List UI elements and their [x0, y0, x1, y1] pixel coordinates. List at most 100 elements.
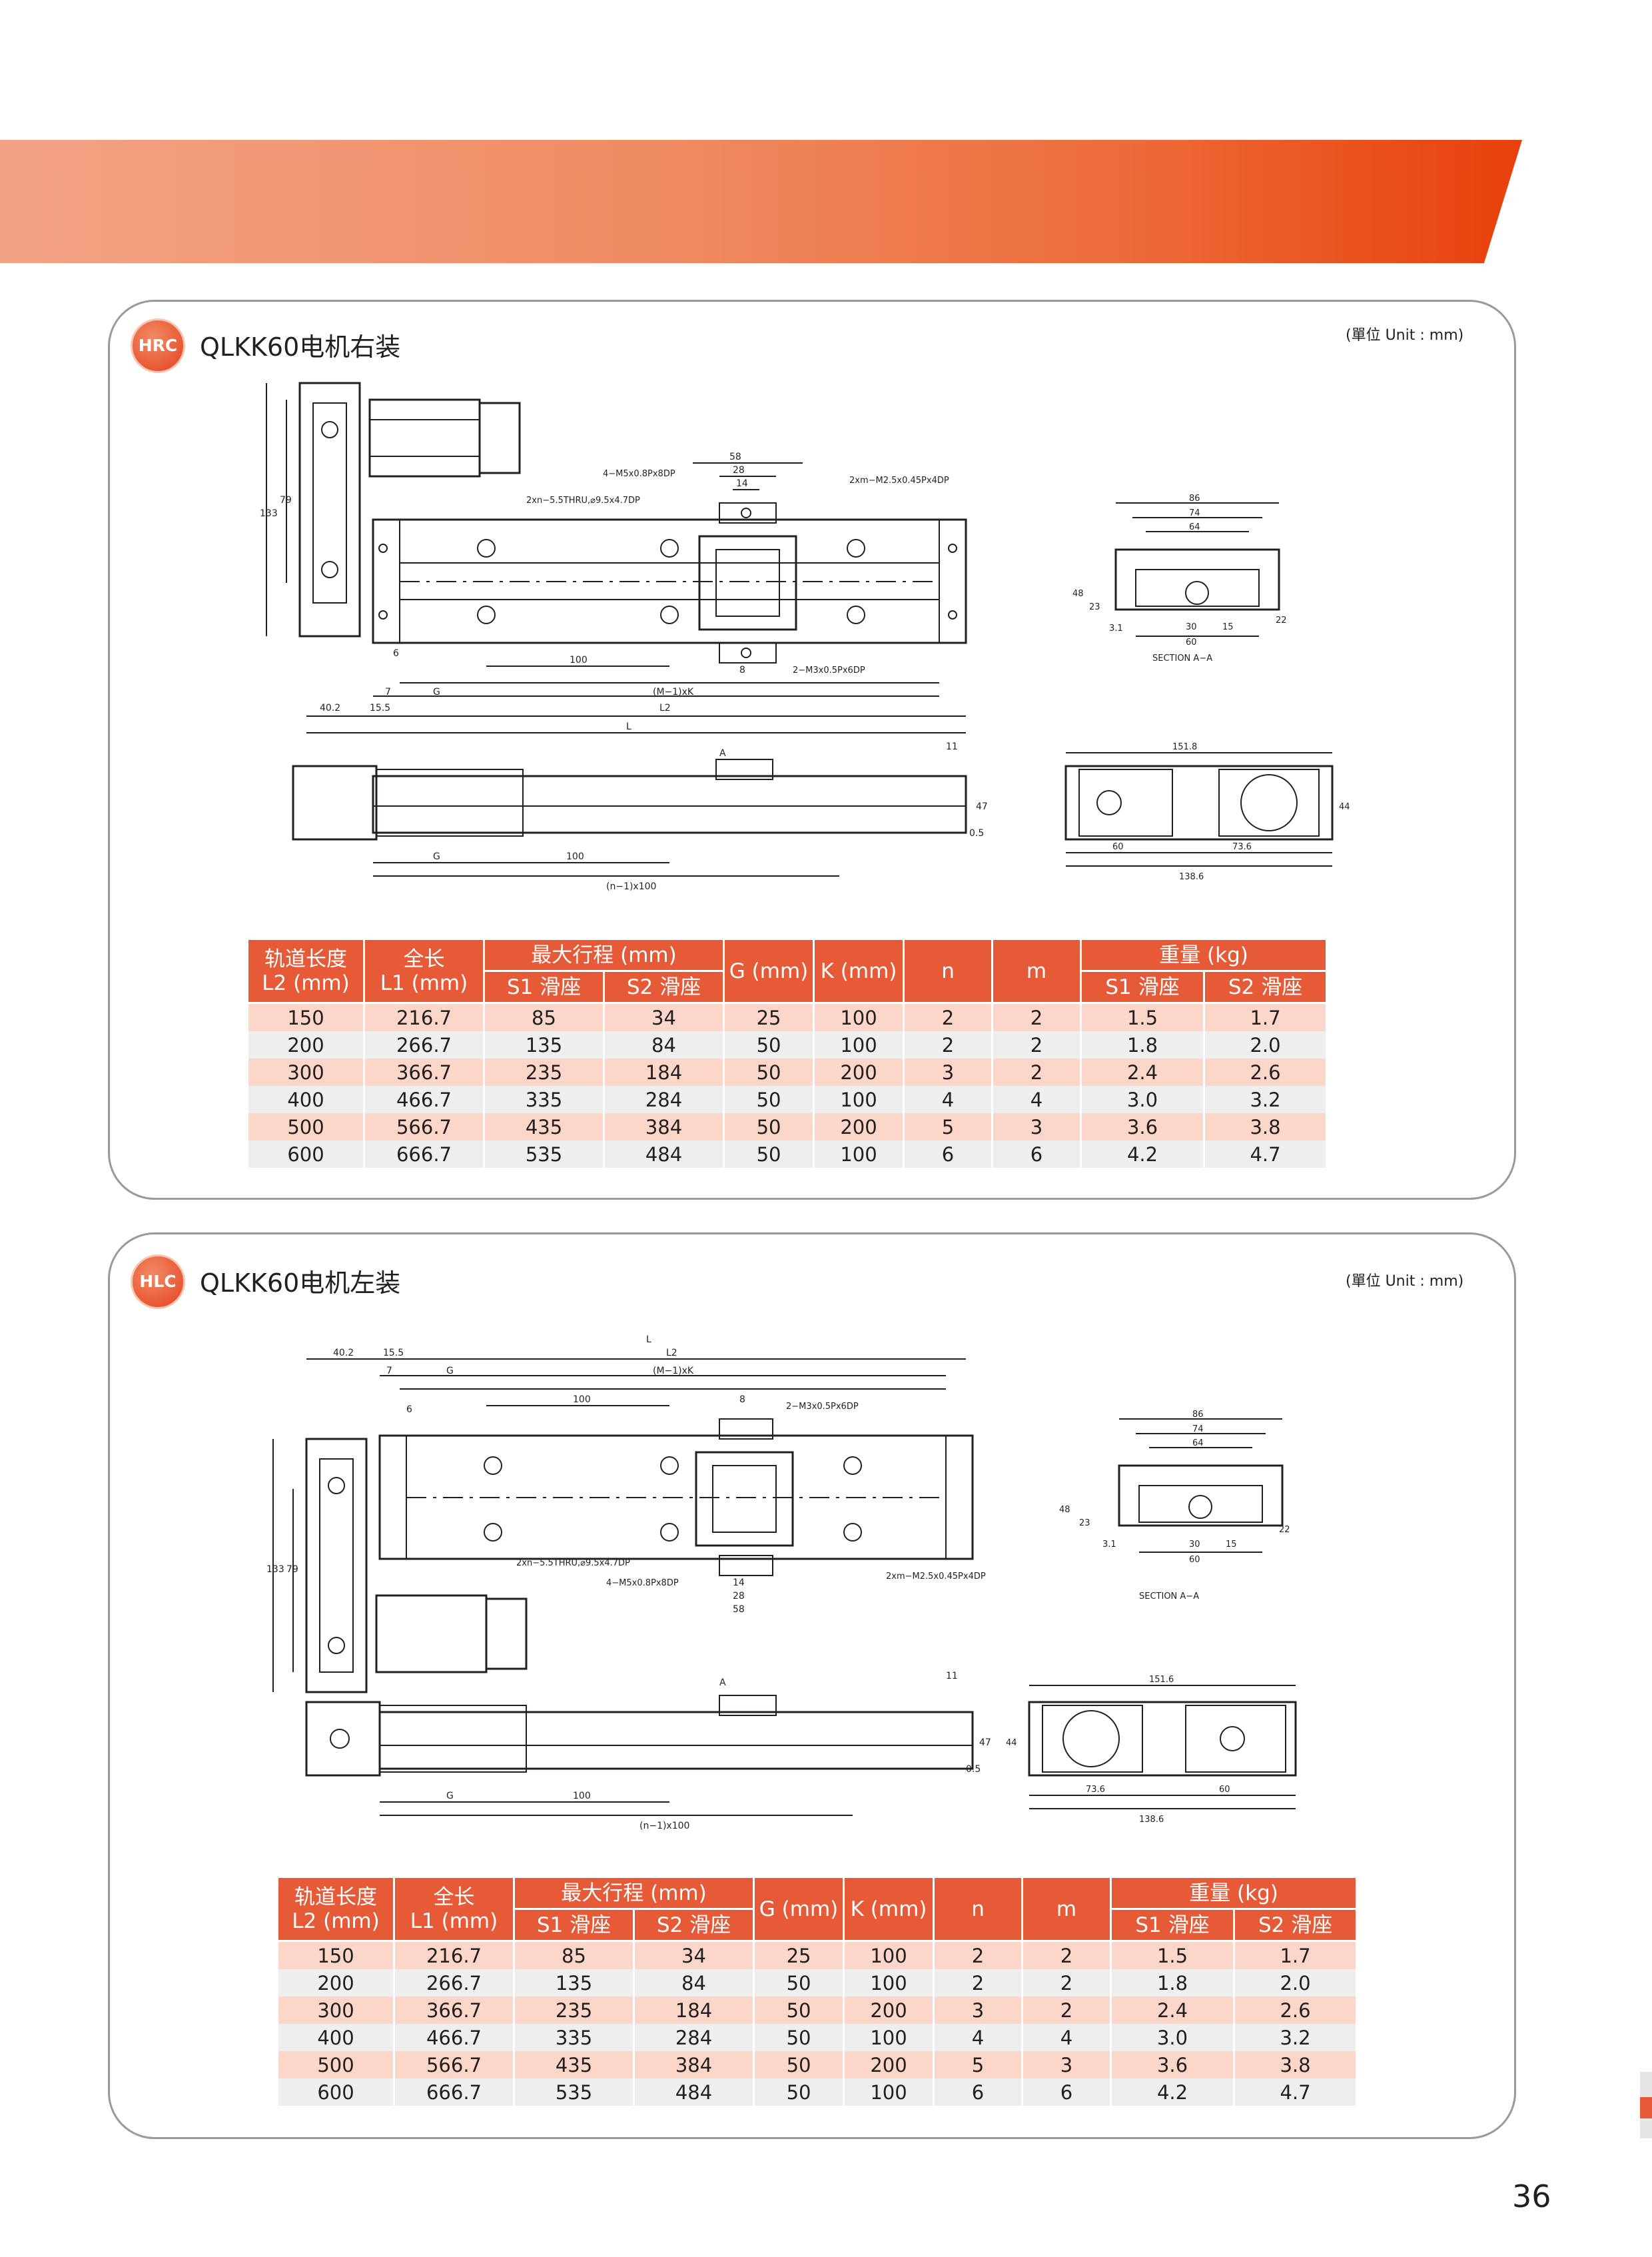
dim-100: 100	[573, 1394, 591, 1405]
end-151-6: 151.6	[1149, 1675, 1174, 1685]
sec-label: SECTION A−A	[1139, 1591, 1199, 1601]
th-n: n	[933, 1876, 1024, 1942]
end-138-6: 138.6	[1179, 872, 1204, 882]
callout-m3: 2−M3x0.5Px6DP	[793, 666, 865, 676]
sec-label: SECTION A−A	[1152, 654, 1212, 664]
th-s2: S2 滑座	[602, 970, 725, 1004]
dim-A-top: A	[719, 1677, 726, 1688]
sec-30: 30	[1186, 622, 1197, 632]
side-100: 100	[573, 1791, 591, 1801]
callout-thru: 2xn−5.5THRU,⌀9.5x4.7DP	[526, 496, 640, 506]
th-weight: 重量 (kg)	[1080, 938, 1328, 972]
dim-L: L	[646, 1334, 651, 1345]
sec-86: 86	[1189, 494, 1200, 504]
dim-58: 58	[733, 1604, 745, 1615]
th-w-s1: S1 滑座	[1080, 970, 1206, 1004]
th-g: G (mm)	[723, 938, 815, 1004]
th-m: m	[991, 938, 1082, 1004]
th-k: K (mm)	[813, 938, 905, 1004]
dim-8: 8	[739, 665, 745, 676]
callout-thru: 2xn−5.5THRU,⌀9.5x4.7DP	[516, 1558, 630, 1568]
dim-58: 58	[729, 452, 741, 462]
sec-64: 64	[1192, 1438, 1204, 1448]
dim-133: 133	[266, 1564, 284, 1575]
th-max-stroke: 最大行程 (mm)	[512, 1876, 755, 1910]
th-s1: S1 滑座	[513, 1908, 635, 1942]
dim-14: 14	[733, 1578, 745, 1588]
dim-11: 11	[946, 741, 958, 752]
dim-7: 7	[385, 687, 391, 697]
hlc-technical-drawing: 40.2 15.5 L2 L 7 G (M−1)xK 100 6 8 2−M3x…	[266, 1334, 1297, 1831]
sec-22: 22	[1276, 616, 1287, 626]
sec-23: 23	[1089, 602, 1100, 612]
dim-79: 79	[280, 495, 292, 506]
dim-47: 47	[979, 1737, 991, 1748]
th-w-s1: S1 滑座	[1110, 1908, 1236, 1942]
dim-47: 47	[976, 801, 988, 812]
dim-15-5: 15.5	[383, 1348, 404, 1358]
side-G: G	[433, 851, 440, 862]
sec-74: 74	[1189, 508, 1200, 518]
end-60: 60	[1219, 1785, 1230, 1795]
dim-133: 133	[260, 508, 278, 519]
th-n: n	[903, 938, 994, 1004]
dim-L2: L2	[666, 1348, 677, 1358]
dim-0-5: 0.5	[966, 1764, 981, 1775]
side-G: G	[446, 1791, 454, 1801]
end-138-6: 138.6	[1139, 1815, 1164, 1825]
callout-m3: 2−M3x0.5Px6DP	[786, 1402, 859, 1412]
callout-m5: 4−M5x0.8Px8DP	[606, 1578, 679, 1588]
hrc-title: QLKK60电机右装	[200, 332, 401, 362]
th-weight: 重量 (kg)	[1110, 1876, 1358, 1910]
dim-40-2: 40.2	[320, 703, 340, 713]
hrc-badge: HRC	[131, 318, 185, 373]
end-151-8: 151.8	[1172, 742, 1197, 752]
hlc-title: QLKK60电机左装	[200, 1268, 401, 1298]
sec-23: 23	[1079, 1518, 1090, 1528]
end-44: 44	[1339, 802, 1350, 812]
callout-m25: 2xm−M2.5x0.45Px4DP	[886, 1572, 986, 1581]
dim-6: 6	[393, 648, 399, 659]
dim-L2: L2	[659, 703, 671, 713]
side-100: 100	[566, 851, 584, 862]
th-s1: S1 滑座	[483, 970, 605, 1004]
callout-m25: 2xm−M2.5x0.45Px4DP	[849, 476, 949, 486]
sec-64: 64	[1189, 522, 1200, 532]
sec-48: 48	[1059, 1505, 1070, 1515]
dim-15-5: 15.5	[370, 703, 390, 713]
hrc-unit-note: (單位 Unit : mm)	[1346, 327, 1464, 344]
th-s2: S2 滑座	[632, 1908, 755, 1942]
th-w-s2: S2 滑座	[1203, 970, 1328, 1004]
dim-14: 14	[736, 478, 748, 489]
callout-m5: 4−M5x0.8Px8DP	[603, 469, 675, 479]
dim-28: 28	[733, 1591, 745, 1601]
dim-mk: (M−1)xK	[653, 1366, 694, 1376]
page-edge-tab	[1640, 2072, 1652, 2138]
sec-15: 15	[1222, 622, 1234, 632]
hlc-badge: HLC	[131, 1254, 185, 1309]
sec-74: 74	[1192, 1424, 1204, 1434]
dim-11: 11	[946, 1671, 958, 1681]
th-m: m	[1021, 1876, 1112, 1942]
dim-8: 8	[739, 1394, 745, 1405]
dim-G: G	[446, 1366, 454, 1376]
th-k: K (mm)	[843, 1876, 935, 1942]
dim-G: G	[433, 687, 440, 697]
dim-A-top: A	[719, 748, 726, 759]
header-banner	[0, 140, 1522, 263]
sec-48: 48	[1072, 589, 1084, 599]
page-number: 36	[1512, 2178, 1551, 2214]
